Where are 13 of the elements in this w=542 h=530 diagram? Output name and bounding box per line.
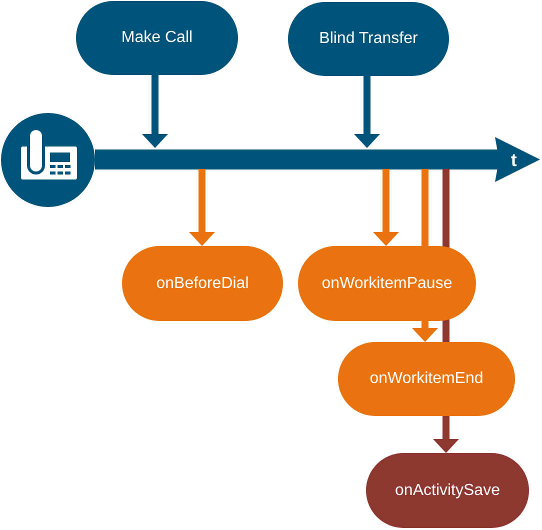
phone-icon	[1, 112, 95, 206]
event-node: onWorkitemEnd	[338, 342, 515, 416]
action-node: Blind Transfer	[288, 2, 449, 76]
arrow	[354, 76, 380, 148]
timeline-arrow	[95, 137, 540, 182]
arrow	[189, 169, 215, 246]
event-node: onWorkitemPause	[298, 246, 476, 321]
edge-label: t	[510, 150, 517, 168]
action-node: Make Call	[76, 1, 238, 75]
arrow	[373, 169, 399, 246]
event-node: onBeforeDial	[122, 246, 283, 321]
event-node: onActivitySave	[366, 453, 529, 528]
arrow	[142, 75, 168, 148]
